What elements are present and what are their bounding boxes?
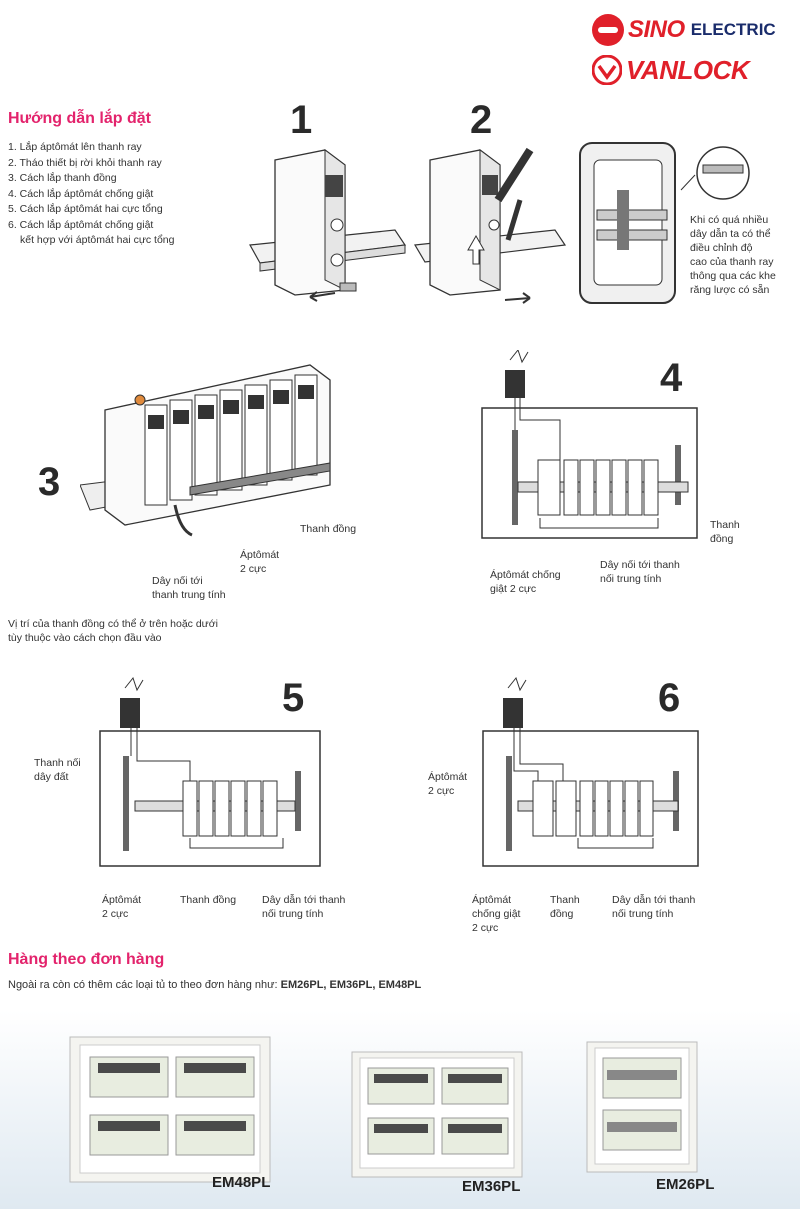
vanlock-wordmark: VANLOCK xyxy=(626,54,750,85)
step-item: 4. Cách lắp áptômát chống giật xyxy=(8,187,154,200)
breaker-label: Áptômát 2 cực xyxy=(428,771,468,797)
busbar-label: Thanh đồng xyxy=(300,523,357,535)
figure-number-6: 6 xyxy=(658,676,681,720)
step-item: 2. Tháo thiết bị rời khỏi thanh ray xyxy=(8,156,162,169)
figure-number-3: 3 xyxy=(38,460,61,504)
step-item: 1. Lắp áptômát lên thanh ray xyxy=(8,141,142,153)
sino-logo-icon xyxy=(592,14,624,46)
figure-number-5: 5 xyxy=(282,676,305,720)
product-model-label: EM48PL xyxy=(212,1174,271,1191)
earth-bar-label: Thanh nối dây đất xyxy=(34,757,81,783)
orders-heading: Hàng theo đơn hàng xyxy=(8,951,165,968)
step-item: 6. Cách lắp áptômát chống giật xyxy=(8,218,154,231)
neutral-wire-label: Dây dẫn tới thanh nối trung tính xyxy=(612,894,696,920)
sino-wordmark: SINO xyxy=(628,16,685,43)
step-item: kết hợp với áptômát hai cực tổng xyxy=(20,234,175,246)
neutral-wire-label: Dây nối tới thanh nối trung tính xyxy=(600,559,680,585)
orders-text: Ngoài ra còn có thêm các loại tủ to theo… xyxy=(8,979,422,991)
install-heading: Hướng dẫn lắp đặt xyxy=(8,110,151,127)
busbar-label: Thanh đồng xyxy=(710,519,740,545)
product-em26pl-image xyxy=(586,1041,698,1173)
rcbo-wiring-diagram xyxy=(481,350,698,539)
figure-number-2: 2 xyxy=(470,98,493,142)
brand-logo: SINO ELECTRIC VANLOCK xyxy=(592,10,792,90)
neutral-wire-label: Dây nối tới thanh trung tính xyxy=(152,575,226,601)
rail-mount-illustration xyxy=(249,149,407,302)
busbar-assembly-illustration xyxy=(80,364,331,537)
rail-detail-zoom xyxy=(680,146,750,200)
vanlock-logo-icon xyxy=(592,55,622,85)
figure-number-1: 1 xyxy=(290,98,313,142)
install-steps: 1. Lắp áptômát lên thanh ray 2. Tháo thi… xyxy=(8,140,174,249)
product-model-label: EM26PL xyxy=(656,1176,715,1193)
rcbo-label: Áptômát chống giật 2 cực xyxy=(490,569,561,595)
rail-adjust-note: Khi có quá nhiều dây dẫn ta có thể điều … xyxy=(690,214,776,296)
product-em36pl-image xyxy=(351,1051,523,1178)
busbar-label: Thanh đồng xyxy=(550,894,580,920)
neutral-wire-label: Dây dẫn tới thanh nối trung tính xyxy=(262,894,346,920)
product-model-label: EM36PL xyxy=(462,1178,521,1195)
electric-wordmark: ELECTRIC xyxy=(690,20,776,39)
rcbo-label: Áptômát chống giật 2 cực xyxy=(472,894,521,934)
enclosure-rail-illustration xyxy=(579,142,676,304)
figure-number-4: 4 xyxy=(660,356,683,400)
busbar-position-note: Vị trí của thanh đồng có thể ở trên hoặc… xyxy=(8,618,218,644)
breaker-label: Áptômát 2 cực xyxy=(240,549,280,575)
busbar-label: Thanh đồng xyxy=(180,894,237,906)
step-item: 3. Cách lắp thanh đồng xyxy=(8,172,117,184)
step-item: 5. Cách lắp áptômát hai cực tổng xyxy=(8,203,163,215)
breaker-label: Áptômát 2 cực xyxy=(102,894,142,920)
rail-removal-illustration xyxy=(414,147,567,304)
main-breaker-wiring-diagram xyxy=(99,676,321,867)
product-em48pl-image xyxy=(69,1036,271,1183)
rcbo-main-breaker-diagram xyxy=(482,676,699,867)
